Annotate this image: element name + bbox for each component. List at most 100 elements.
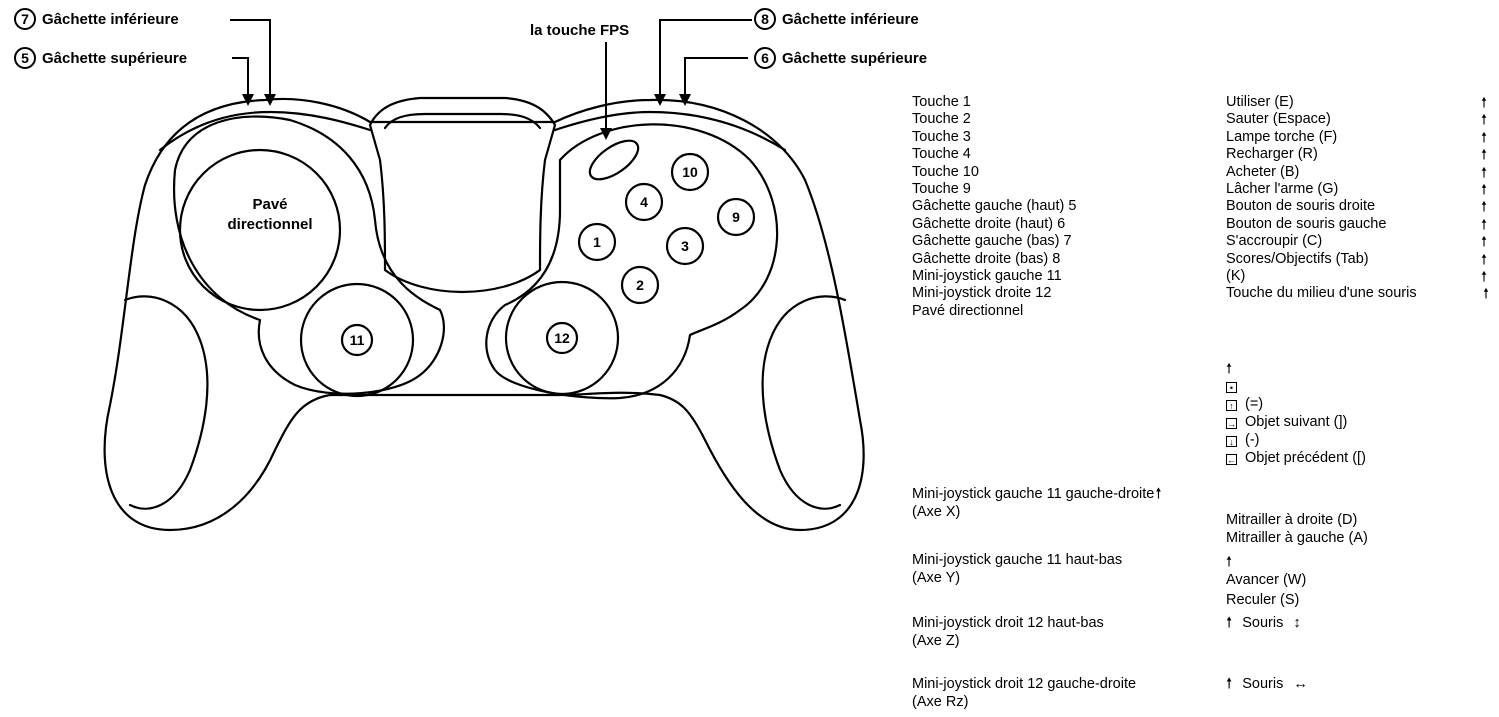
stick-12-ring [545, 321, 579, 355]
mapping-arrow: 🠕 [1481, 111, 1488, 128]
axis-z-action: Souris [1242, 615, 1284, 631]
axis-y-action2: Reculer (S) [1226, 592, 1300, 608]
button-4-label: 4 [640, 194, 648, 210]
dpad-label-line2: directionnel [227, 216, 313, 233]
axis-rz-control-line2: (Axe Rz) [912, 694, 969, 710]
axis-x-control-line1: Mini-joystick gauche 11 gauche-droite🠕 [912, 486, 1162, 503]
dpad-left-icon: ← [1226, 454, 1237, 465]
center-tab [368, 96, 557, 294]
stick-11-label: 11 [349, 332, 365, 348]
right-grip-line [761, 295, 847, 510]
mapping-control: Gâchette gauche (haut) 5 [912, 198, 1077, 215]
mapping-action: Utiliser (E) [1226, 94, 1294, 110]
button-3-circle [665, 226, 705, 266]
mapping-action: Lâcher l'arme (G) [1226, 181, 1339, 197]
button-9-label: 9 [732, 209, 740, 225]
right-stick-outer [504, 280, 620, 396]
mapping-arrow: 🠕 [1481, 128, 1488, 145]
leader-6 [684, 57, 748, 98]
mapping-action: Scores/Objectifs (Tab) [1226, 250, 1369, 267]
dpad-up-row: ↑(=) [1226, 396, 1263, 413]
mapping-control: Touche 2 [912, 111, 971, 128]
axis-rz-action-row: 🠕Souris↔ [1226, 676, 1308, 693]
mapping-action: Touche du milieu d'une souris [1226, 285, 1417, 302]
callout-5-number: 5 [14, 47, 36, 69]
axis-y-action1: Avancer (W) [1226, 572, 1307, 588]
right-shoulder-line [553, 110, 787, 152]
mapping-action: (K) [1226, 268, 1246, 284]
left-grip-line [123, 295, 209, 510]
dpad-up-action: (=) [1245, 396, 1264, 412]
axis-y-arrow: 🠕 [1226, 553, 1233, 569]
mapping-arrow: 🠕 [1481, 163, 1488, 180]
fps-callout-label: la touche FPS [530, 22, 630, 39]
dpad-right-row: →Objet suivant (]) [1226, 414, 1347, 431]
mapping-control: Touche 4 [912, 146, 971, 163]
mapping-control: Touche 9 [912, 181, 971, 197]
callout-5: 5 Gâchette supérieure [14, 47, 187, 69]
mapping-action: Bouton de souris droite [1226, 198, 1376, 215]
mapping-action: Recharger (R) [1226, 146, 1318, 163]
mapping-action: Acheter (B) [1226, 163, 1300, 180]
callout-8-number: 8 [754, 8, 776, 30]
mapping-arrow: 🠕 [1481, 268, 1488, 284]
arrowhead-8 [654, 94, 666, 106]
axis-z-control-line2: (Axe Z) [912, 633, 960, 649]
dpad-down-action: (-) [1245, 432, 1260, 448]
button-2-circle [620, 265, 660, 305]
callout-5-label: Gâchette supérieure [42, 49, 188, 67]
left-housing [173, 115, 445, 395]
callout-6-label: Gâchette supérieure [782, 49, 928, 67]
mapping-arrow: 🠕 [1481, 198, 1488, 215]
mapping-action: Sauter (Espace) [1226, 111, 1331, 128]
dpad-left-row: ← Objet précédent ([) [1226, 450, 1366, 467]
button-10-circle [670, 152, 710, 192]
button-1-label: 1 [593, 234, 601, 250]
leader-8 [659, 19, 752, 98]
mapping-control: Touche 10 [912, 163, 979, 180]
axis-x-action2: Mitrailler à gauche (A) [1226, 530, 1368, 546]
callout-7: 7 Gâchette inférieure [14, 8, 179, 30]
axis-z-control-line1: Mini-joystick droit 12 haut-bas [912, 615, 1104, 631]
mapping-control: Pavé directionnel [912, 302, 1024, 319]
mapping-control: Gâchette gauche (bas) 7 [912, 233, 1072, 250]
dpad-right-action: Objet suivant (]) [1245, 414, 1348, 430]
dpad-left-action: Objet précédent ([) [1245, 450, 1366, 466]
dpad-label: Pavé directionnel [210, 195, 330, 235]
mapping-control: Gâchette droite (haut) 6 [912, 215, 1066, 232]
mapping-control: Touche 3 [912, 128, 971, 145]
mapping-action: Lampe torche (F) [1226, 128, 1338, 145]
mapping-arrow: 🠕 [1483, 285, 1490, 302]
axis-x-control-line2: (Axe X) [912, 504, 961, 520]
stick-11-ring [340, 323, 374, 357]
mapping-arrow: 🠕 [1481, 250, 1488, 267]
arrowhead-fps [600, 128, 612, 140]
mapping-arrow: 🠕 [1481, 94, 1488, 110]
dpad-label-line1: Pavé [252, 196, 288, 213]
arrowhead-7 [264, 94, 276, 106]
left-shoulder-line [158, 110, 372, 152]
stick-12-label: 12 [554, 330, 570, 346]
axis-x-action1: Mitrailler à droite (D) [1226, 512, 1358, 528]
dpad-center: • [1226, 378, 1245, 395]
vertical-axis-icon: ↕ [1293, 615, 1301, 631]
left-stick-outer [299, 282, 415, 398]
button-4-circle [624, 182, 664, 222]
dpad-center-icon: • [1226, 382, 1237, 393]
mapping-arrow: 🠕 [1481, 146, 1488, 163]
leader-5 [232, 57, 249, 98]
mapping-action: S'accroupir (C) [1226, 233, 1323, 250]
mapping-control: Mini-joystick gauche 11 [912, 268, 1062, 284]
mapping-action: Bouton de souris gauche [1226, 215, 1387, 232]
dpad-arrow: 🠕 [1226, 360, 1233, 376]
callout-7-number: 7 [14, 8, 36, 30]
horizontal-axis-icon: ↔ [1293, 676, 1308, 692]
button-1-circle [577, 222, 617, 262]
fps-button [588, 139, 640, 181]
right-housing [485, 123, 779, 400]
mapping-control: Touche 1 [912, 94, 971, 110]
leader-7 [230, 19, 271, 98]
controller-body-outline [103, 97, 865, 532]
